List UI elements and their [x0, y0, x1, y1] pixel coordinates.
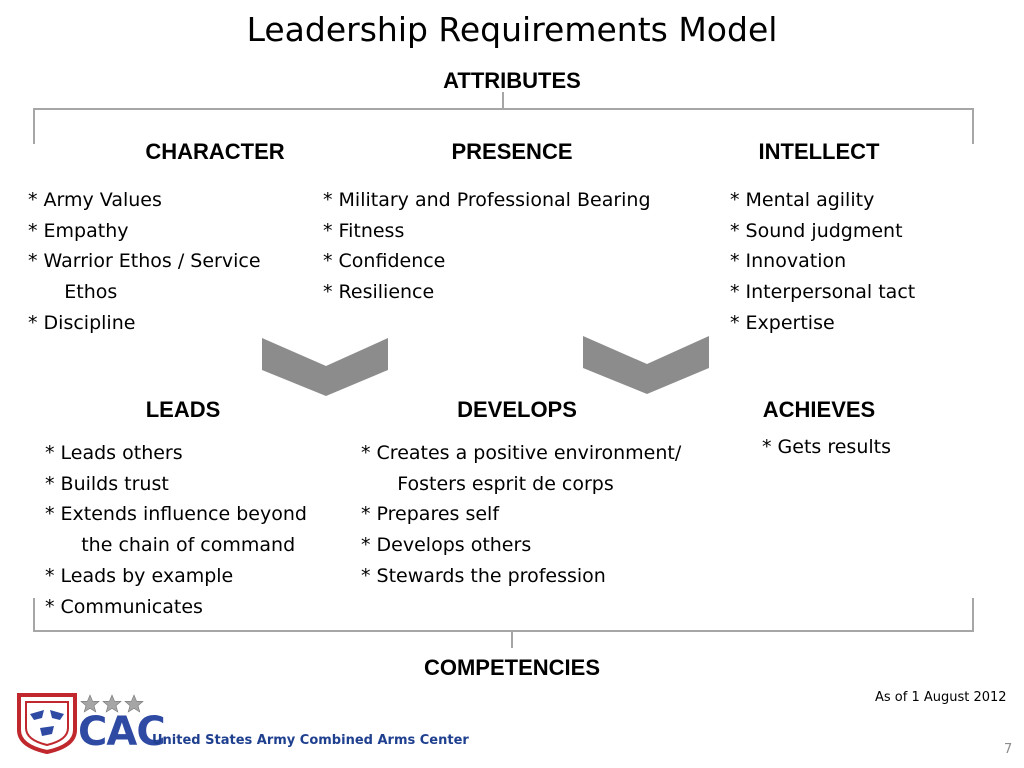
list-item: Ethos — [28, 281, 118, 304]
as-of-date: As of 1 August 2012 — [875, 690, 1007, 705]
list-item: Fosters esprit de corps — [361, 472, 614, 495]
list-item: * Leads others — [45, 442, 183, 464]
achieves-heading: ACHIEVES — [762, 397, 876, 422]
intellect-list: * Mental agility * Sound judgment * Inno… — [730, 185, 915, 339]
list-item: * Army Values — [28, 189, 162, 211]
list-item: * Empathy — [28, 219, 129, 242]
stars-icon — [80, 694, 144, 713]
list-item: * Builds trust — [45, 472, 169, 495]
list-item: * Communicates — [45, 595, 203, 618]
presence-list: * Military and Professional Bearing * Fi… — [323, 185, 651, 308]
list-item: * Develops others — [361, 534, 532, 557]
achieves-list: * Gets results — [762, 432, 891, 463]
shield-icon — [17, 693, 77, 754]
list-item: * Warrior Ethos / Service — [28, 250, 261, 273]
develops-heading: DEVELOPS — [457, 397, 577, 422]
page-title: Leadership Requirements Model — [246, 10, 778, 49]
list-item: * Leads by example — [45, 564, 234, 587]
list-item: the chain of command — [45, 534, 296, 557]
develops-list: * Creates a positive environment/ Foster… — [361, 438, 681, 592]
list-item: * Mental agility — [730, 189, 875, 211]
leads-list: * Leads others * Builds trust * Extends … — [45, 438, 307, 622]
page-number: 7 — [1004, 742, 1013, 757]
chevron-down-icon — [583, 336, 709, 394]
list-item: * Resilience — [323, 281, 435, 304]
org-name: United States Army Combined Arms Center — [152, 733, 469, 748]
intellect-heading: INTELLECT — [758, 139, 880, 164]
list-item: * Prepares self — [361, 503, 500, 526]
list-item: * Creates a positive environment/ — [361, 442, 682, 464]
competencies-label: COMPETENCIES — [423, 655, 601, 680]
attributes-label: ATTRIBUTES — [443, 68, 581, 93]
list-item: * Interpersonal tact — [730, 281, 916, 304]
character-heading: CHARACTER — [145, 139, 285, 164]
list-item: * Discipline — [28, 311, 136, 334]
chevron-down-icon — [262, 338, 388, 396]
list-item: * Confidence — [323, 250, 446, 273]
character-list: * Army Values * Empathy * Warrior Ethos … — [28, 185, 261, 339]
list-item: * Sound judgment — [730, 219, 903, 242]
presence-heading: PRESENCE — [451, 139, 573, 164]
leads-heading: LEADS — [145, 397, 221, 422]
list-item: * Innovation — [730, 250, 847, 273]
logo-text: CAC — [78, 709, 166, 755]
list-item: * Extends influence beyond — [45, 503, 307, 526]
list-item: * Expertise — [730, 311, 835, 334]
list-item: * Military and Professional Bearing — [323, 189, 651, 211]
cac-logo: CAC — [16, 692, 166, 756]
list-item: * Fitness — [323, 219, 405, 242]
list-item: * Stewards the profession — [361, 564, 606, 587]
list-item: * Gets results — [762, 436, 891, 458]
